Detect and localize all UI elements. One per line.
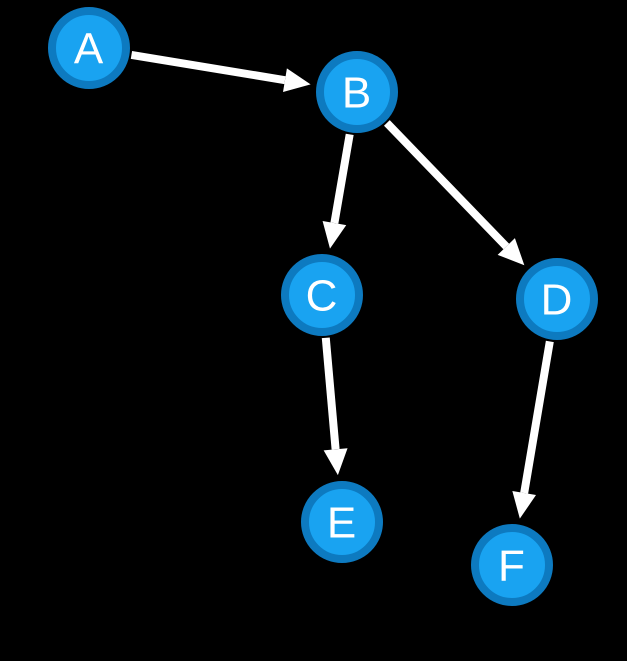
node-circle-B[interactable]	[316, 51, 398, 133]
node-label-E: E	[327, 499, 357, 548]
node-label-B: B	[342, 69, 372, 118]
arrowhead-icon	[283, 68, 311, 93]
node-label-D: D	[541, 276, 574, 325]
arrowhead-icon	[323, 448, 348, 476]
node-circle-C[interactable]	[281, 254, 363, 336]
node-circle-F[interactable]	[471, 524, 553, 606]
arrowhead-icon	[322, 221, 347, 249]
nodes-layer: A B C D E F	[48, 7, 598, 606]
node-circle-A[interactable]	[48, 7, 130, 89]
arrowhead-icon	[512, 491, 537, 519]
edge-B-D	[384, 120, 525, 266]
node-circle-D[interactable]	[516, 258, 598, 340]
node-D[interactable]: D	[516, 258, 598, 340]
edge-line-D-F	[520, 340, 554, 494]
node-E[interactable]: E	[301, 481, 383, 563]
node-label-C: C	[306, 272, 339, 321]
node-label-F: F	[498, 542, 526, 591]
arrowhead-icon	[497, 238, 525, 266]
node-label-A: A	[74, 25, 104, 74]
node-F[interactable]: F	[471, 524, 553, 606]
node-circle-E[interactable]	[301, 481, 383, 563]
edge-line-B-D	[384, 120, 510, 250]
edge-line-B-C	[330, 133, 354, 224]
edges-layer	[130, 51, 554, 519]
node-A[interactable]: A	[48, 7, 130, 89]
edge-line-C-E	[321, 337, 340, 450]
node-C[interactable]: C	[281, 254, 363, 336]
edge-C-E	[321, 337, 348, 476]
node-B[interactable]: B	[316, 51, 398, 133]
edge-A-B	[130, 51, 311, 93]
edge-line-A-B	[130, 51, 286, 85]
edge-D-F	[512, 340, 554, 519]
edge-B-C	[322, 133, 354, 249]
